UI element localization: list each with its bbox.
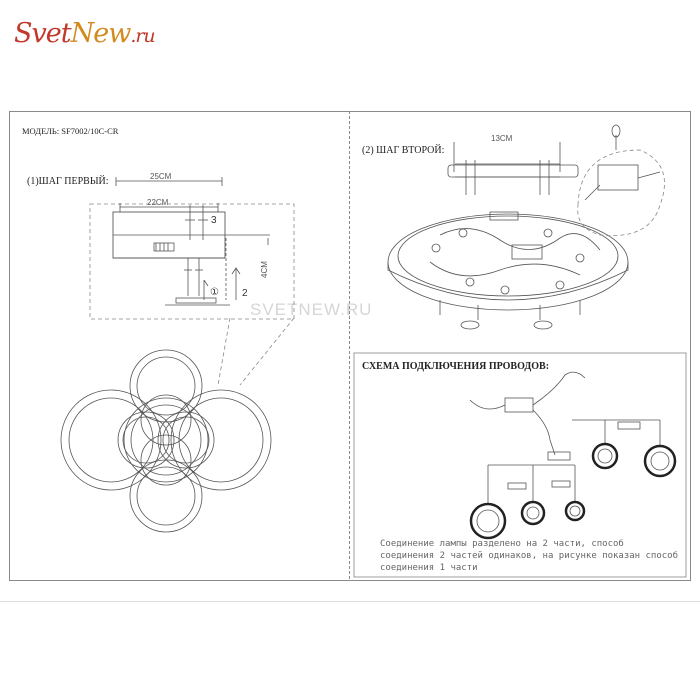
step-two-title: (2) ШАГ ВТОРОЙ: [362,145,445,156]
model-label: МОДЕЛЬ: SF7002/10C-CR [22,126,119,136]
assembly-diagram [387,124,665,330]
mount-detail [89,177,295,386]
marker-2: 2 [242,288,248,299]
wiring-scheme [353,352,687,578]
instruction-sheet [9,111,691,581]
logo-part-2: New [70,18,132,49]
dim-bar-length: 13CM [491,134,513,143]
brand-logo[interactable]: SvetNew.ru [14,18,156,49]
ring-fixture-top-view [60,349,272,533]
dim-inner-width: 22CM [147,198,169,207]
marker-1: ① [210,287,219,298]
footer-line [0,601,700,602]
dim-outer-width: 25CM [150,172,172,181]
sheet-divider [349,111,350,579]
logo-part-1: Svet [14,18,72,49]
step-one-title: (1)ШАГ ПЕРВЫЙ: [27,176,109,187]
logo-part-3: .ru [130,25,155,47]
connection-note: Соединение лампы разделено на 2 части, с… [380,539,679,573]
wiring-scheme-title: СХЕМА ПОДКЛЮЧЕНИЯ ПРОВОДОВ: [362,361,550,372]
watermark: SVETNEW.RU [250,300,373,319]
marker-3: 3 [211,215,217,226]
